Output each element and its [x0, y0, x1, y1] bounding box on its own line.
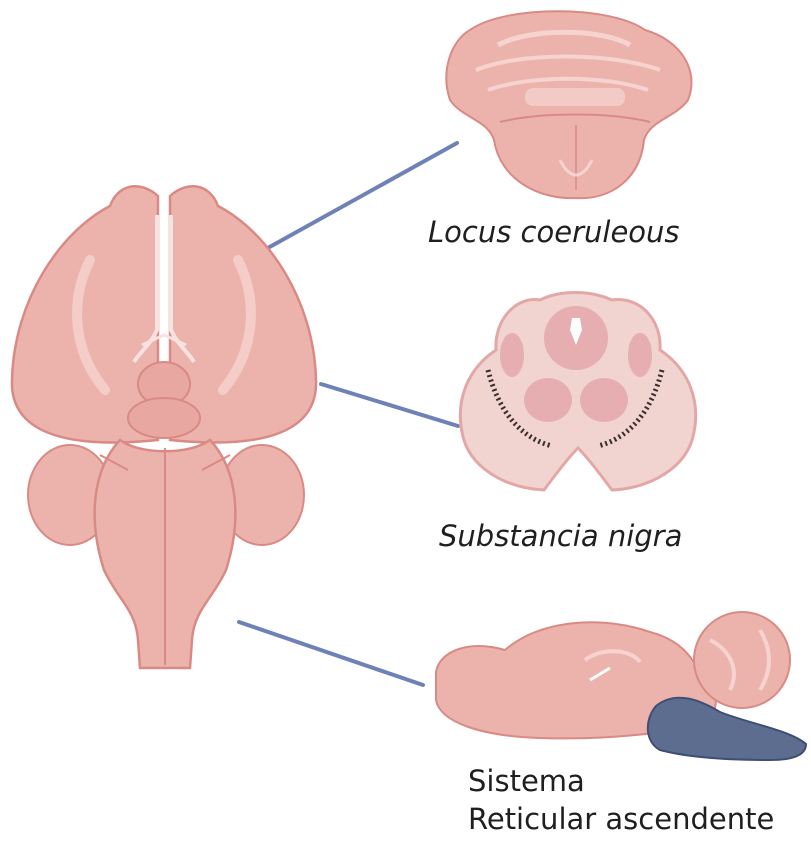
connector-substantia	[321, 384, 458, 426]
label-substancia-nigra: Substancia nigra	[439, 519, 682, 553]
connector-reticular	[239, 622, 423, 685]
brain-ventral-icon	[12, 186, 316, 668]
label-locus-coeruleous: Locus coeruleous	[428, 215, 680, 249]
label-sistema: Sistema	[468, 763, 585, 800]
locus-section-icon	[446, 11, 691, 198]
sagittal-brain-icon	[436, 612, 806, 760]
label-reticular-ascendente: Reticular ascendente	[468, 801, 774, 838]
nigra-section-icon	[460, 293, 695, 491]
